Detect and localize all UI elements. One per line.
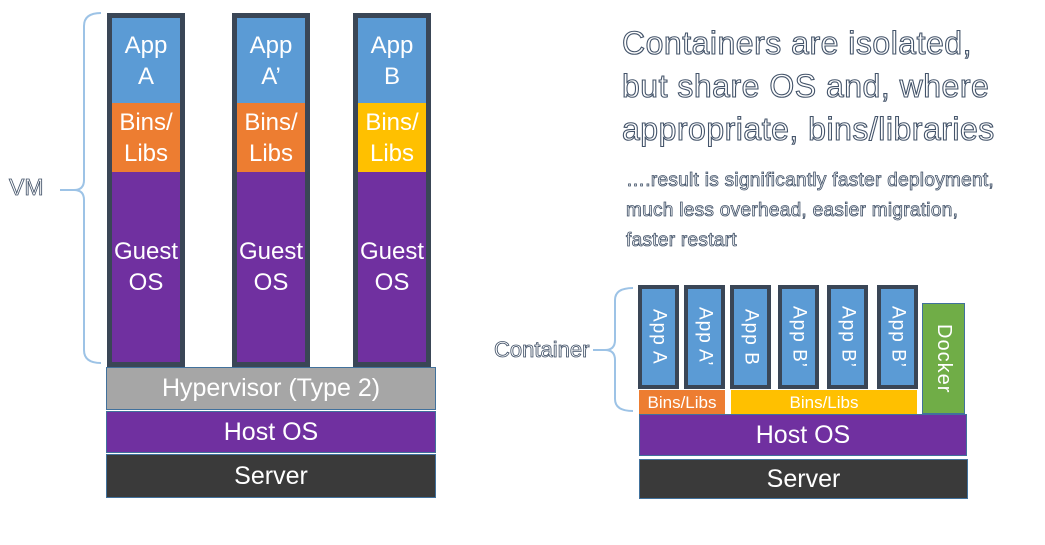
vm1-bins-line1: Bins/ — [119, 108, 173, 136]
vm2-app-line2: A’ — [261, 62, 281, 90]
container-app-2-label: App A’ — [694, 307, 716, 367]
container-server-label: Server — [766, 464, 841, 493]
vm2-guestos-line2: OS — [253, 269, 289, 296]
headline-line-2: but share OS and, where — [621, 67, 990, 104]
vm2-app-line1: App — [249, 31, 293, 59]
vm1-app-line2: A — [137, 62, 154, 90]
headline-line-1: Containers are isolated, — [621, 24, 972, 61]
vm2-guestos-line1: Guest — [238, 238, 304, 265]
container-app-3: App B — [730, 285, 771, 389]
container-app-6: App B’ — [877, 285, 918, 389]
vm1-guestos-line2: OS — [128, 269, 164, 296]
vm-server-label: Server — [234, 461, 308, 490]
vm1-guestos-line1: Guest — [113, 238, 179, 265]
vm1-app-line1: App — [124, 31, 168, 59]
vm-host-os-label: Host OS — [223, 417, 319, 446]
headline-line-3: appropriate, bins/libraries — [621, 110, 995, 147]
vm-host-os-bar: Host OS — [106, 411, 436, 453]
vm3-guestos-line1: Guest — [359, 238, 425, 265]
headline: Containers are isolated, but share OS an… — [621, 22, 1042, 151]
container-host-os-label: Host OS — [755, 420, 851, 449]
vm3-guestos-block: Guest OS — [358, 172, 426, 362]
vm-column-3: App B Bins/ Libs Guest OS — [353, 13, 431, 367]
container-app-4-label: App B’ — [788, 306, 810, 368]
container-bins-large-label: Bins/Libs — [789, 392, 859, 412]
vm-column-1: App A Bins/ Libs Guest OS — [107, 13, 185, 367]
subtext-line-1: ….result is significantly faster deploym… — [626, 170, 995, 192]
vm-column-2: App A’ Bins/ Libs Guest OS — [232, 13, 310, 367]
vm3-bins-line1: Bins/ — [365, 108, 419, 136]
container-bins-small-bar: Bins/Libs — [639, 390, 725, 415]
vm2-guestos-block: Guest OS — [237, 172, 305, 362]
container-app-1: App A — [638, 285, 679, 389]
vm3-app-block: App B — [358, 18, 426, 103]
container-app-5-label: App B’ — [837, 306, 859, 368]
docker-block: Docker — [922, 303, 965, 414]
vm3-app-line2: B — [383, 62, 400, 90]
vm2-app-block: App A’ — [237, 18, 305, 103]
container-app-4: App B’ — [778, 285, 819, 389]
subtext-line-3: faster restart — [626, 230, 737, 252]
vm1-bins-block: Bins/ Libs — [112, 103, 180, 172]
vm2-bins-line2: Libs — [248, 139, 294, 167]
hypervisor-bar: Hypervisor (Type 2) — [106, 367, 436, 410]
container-brace — [593, 287, 634, 412]
container-app-5: App B’ — [827, 285, 868, 389]
container-host-os-bar: Host OS — [639, 414, 967, 456]
vm1-app-block: App A — [112, 18, 180, 103]
vm3-bins-block: Bins/ Libs — [358, 103, 426, 172]
vm2-bins-block: Bins/ Libs — [237, 103, 305, 172]
container-label: Container — [494, 337, 590, 363]
container-app-1-label: App A — [648, 309, 670, 365]
vm3-bins-line2: Libs — [369, 139, 415, 167]
container-app-3-label: App B — [740, 308, 762, 366]
docker-label: Docker — [933, 323, 955, 394]
container-server-bar: Server — [639, 459, 968, 499]
subtext-line-2: much less overhead, easier migration, — [626, 200, 959, 222]
vm-brace — [60, 12, 102, 364]
vm2-bins-line1: Bins/ — [244, 108, 298, 136]
vm3-guestos-line2: OS — [374, 269, 410, 296]
subtext: ….result is significantly faster deploym… — [626, 166, 1045, 256]
container-app-2: App A’ — [684, 285, 725, 389]
container-app-6-label: App B’ — [887, 306, 909, 368]
vm1-bins-line2: Libs — [123, 139, 169, 167]
vm3-app-line1: App — [370, 31, 414, 59]
vm1-guestos-block: Guest OS — [112, 172, 180, 362]
hypervisor-label: Hypervisor (Type 2) — [161, 374, 381, 402]
container-bins-small-label: Bins/Libs — [647, 392, 717, 412]
vm-server-bar: Server — [106, 454, 436, 498]
vm-label: VM — [9, 174, 44, 201]
container-bins-large-bar: Bins/Libs — [731, 390, 917, 415]
